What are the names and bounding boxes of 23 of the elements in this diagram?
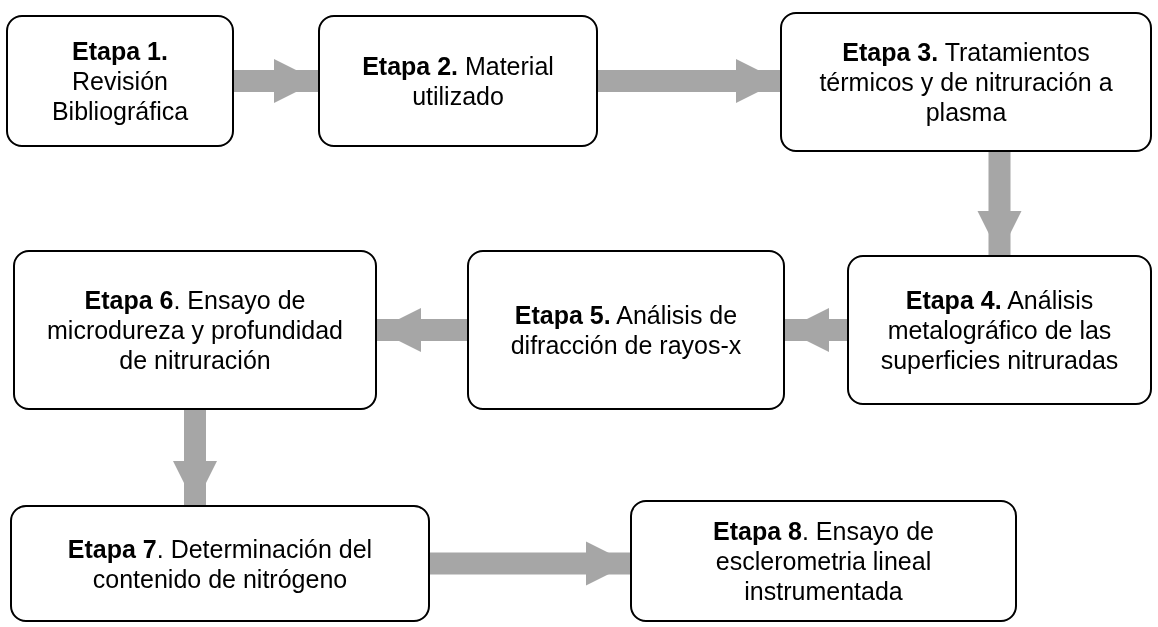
process-box	[847, 255, 1152, 405]
block-arrow	[377, 308, 467, 352]
block-arrow	[785, 308, 847, 352]
process-box	[13, 250, 377, 410]
stage-label: Etapa 1. Revisión Bibliográfica	[50, 36, 190, 126]
stage-label: Etapa 7. Determinación del contenido de nitrógeno	[66, 533, 374, 594]
stage-label: Etapa 6. Ensayo de microdureza y profundidad de nitruración	[46, 285, 344, 375]
stage-label: Etapa 8. Ensayo de esclerometria lineal instrumentada	[712, 516, 935, 606]
stage-label: Etapa 2. Material utilizado	[361, 51, 555, 111]
block-arrow	[598, 59, 780, 103]
block-arrow	[173, 410, 217, 505]
stage-label: Etapa 4. Análisis metalográfico de las superficies nitruradas	[879, 285, 1120, 375]
process-box	[780, 12, 1152, 152]
block-arrow	[977, 152, 1022, 255]
process-box	[467, 250, 785, 410]
block-arrow	[430, 541, 630, 586]
process-box	[10, 505, 430, 622]
block-arrow	[234, 59, 318, 103]
stage-label: Etapa 3. Tratamientos térmicos y de nitruración a plasma	[818, 37, 1114, 127]
process-box	[630, 500, 1017, 622]
process-box	[6, 15, 234, 147]
process-box	[318, 15, 598, 147]
stage-label: Etapa 5. Análisis de difracción de rayos-x	[509, 300, 743, 360]
